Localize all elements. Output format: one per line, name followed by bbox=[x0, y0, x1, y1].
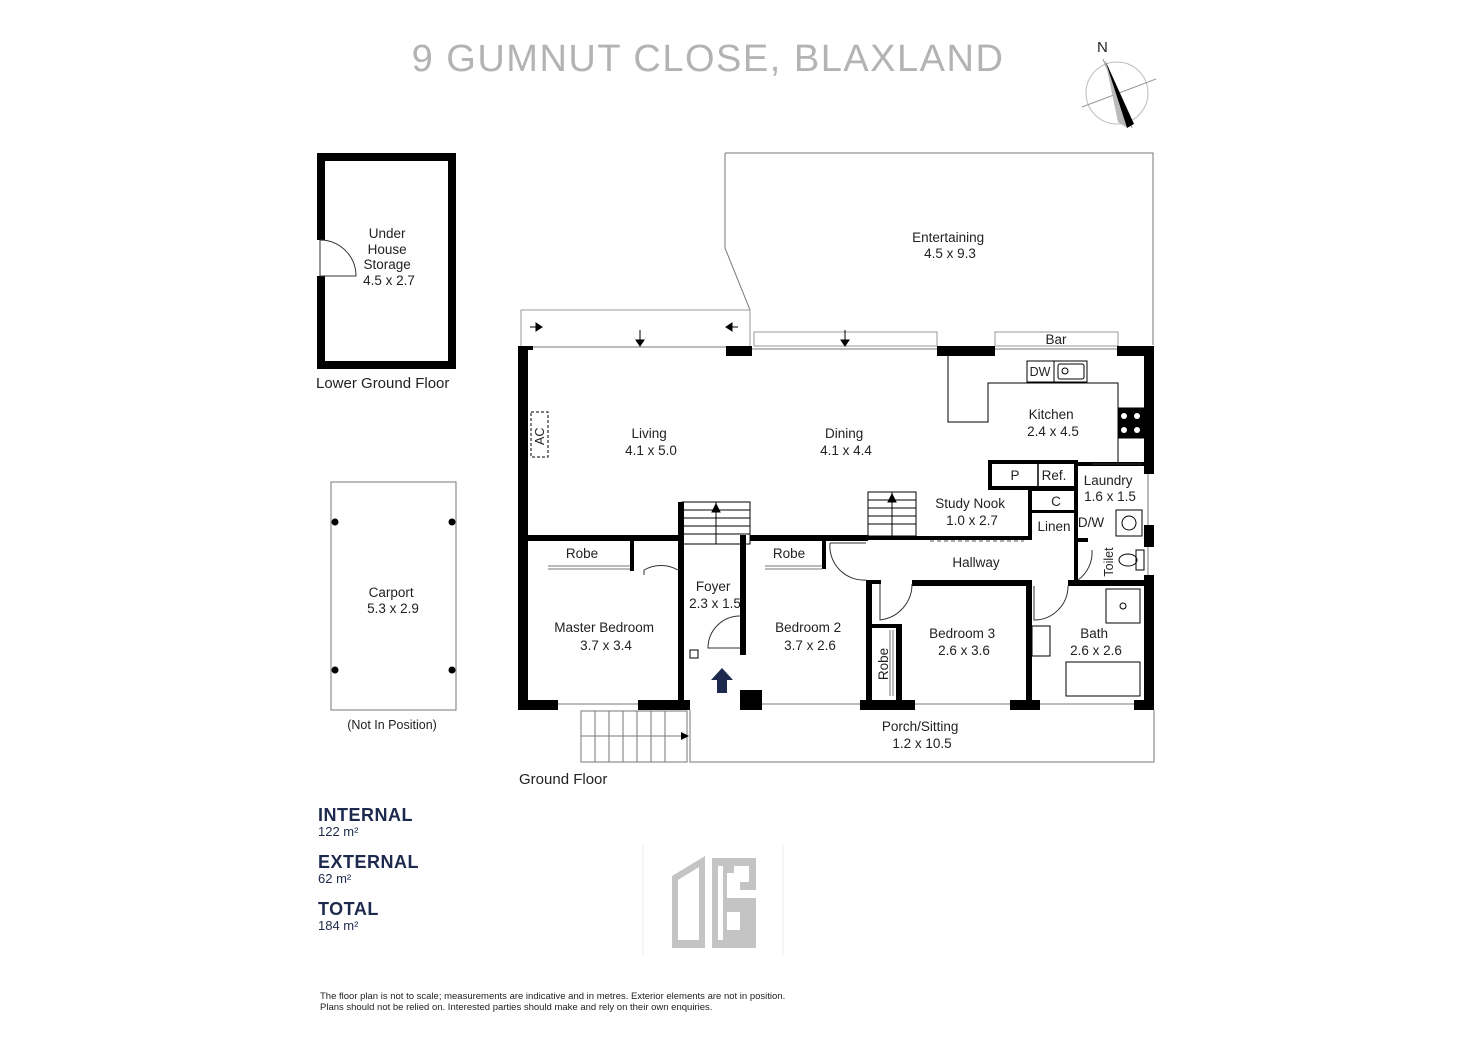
compass-north-label: N bbox=[1097, 39, 1108, 56]
laundry-label: Laundry 1.6 x 1.5 bbox=[1084, 473, 1137, 504]
area-internal: INTERNAL 122 m² bbox=[318, 805, 413, 839]
stairs-foyer-icon bbox=[681, 501, 751, 545]
toilet-label: Toilet bbox=[1102, 547, 1116, 577]
toilet-icon bbox=[1118, 549, 1145, 571]
carport-note: (Not In Position) bbox=[347, 718, 437, 732]
carport-outline bbox=[330, 481, 457, 711]
bed2-label: Bedroom 2 3.7 x 2.6 bbox=[775, 620, 845, 653]
disclaimer-line-1: The floor plan is not to scale; measurem… bbox=[320, 991, 786, 1002]
living-label: Living 4.1 x 5.0 bbox=[625, 426, 677, 458]
agency-logo bbox=[642, 845, 784, 955]
area-total: TOTAL 184 m² bbox=[318, 899, 379, 933]
bath-fixtures-icon bbox=[1031, 588, 1141, 697]
dw2-label: D/W bbox=[1078, 515, 1105, 530]
stove-icon bbox=[1121, 413, 1140, 433]
disclaimer-line-2: Plans should not be relied on. Intereste… bbox=[320, 1002, 713, 1013]
porch-steps-icon bbox=[580, 710, 689, 763]
ac-label: AC bbox=[533, 428, 547, 445]
ref-label: Ref. bbox=[1042, 468, 1067, 483]
exterior-walls bbox=[518, 346, 1154, 710]
laundry-tub-icon bbox=[1115, 509, 1143, 537]
dw-label: DW bbox=[1030, 365, 1051, 379]
plan-title: 9 GUMNUT CLOSE, BLAXLAND bbox=[411, 38, 1005, 80]
entry-arrow-icon bbox=[689, 649, 733, 693]
storage-door-icon bbox=[319, 239, 357, 277]
study-label: Study Nook 1.0 x 2.7 bbox=[935, 496, 1009, 528]
hallway-label: Hallway bbox=[952, 555, 1000, 570]
storage-label: Under House Storage 4.5 x 2.7 bbox=[363, 226, 415, 288]
stairs-hall-icon bbox=[867, 491, 917, 537]
interior-walls bbox=[528, 502, 1144, 702]
carport-label: Carport 5.3 x 2.9 bbox=[367, 585, 419, 616]
foyer-label: Foyer 2.3 x 1.5 bbox=[689, 579, 741, 611]
compass-icon: N bbox=[1081, 39, 1157, 129]
kitchen-counter bbox=[947, 356, 1145, 463]
area-external-value: 62 m² bbox=[318, 871, 352, 886]
dining-label: Dining 4.1 x 4.4 bbox=[820, 426, 872, 458]
pantry-label: P bbox=[1010, 468, 1019, 483]
area-internal-value: 122 m² bbox=[318, 824, 359, 839]
disclaimer: The floor plan is not to scale; measurem… bbox=[320, 991, 785, 1013]
linen-label: Linen bbox=[1037, 519, 1070, 534]
bed3-label: Bedroom 3 2.6 x 3.6 bbox=[929, 626, 999, 658]
door-swings bbox=[643, 542, 1093, 649]
porch-label: Porch/Sitting 1.2 x 10.5 bbox=[882, 719, 962, 751]
kitchen-label: Kitchen 2.4 x 4.5 bbox=[1027, 407, 1079, 439]
area-internal-label: INTERNAL bbox=[318, 805, 413, 825]
area-total-label: TOTAL bbox=[318, 899, 379, 919]
ground-floor-label: Ground Floor bbox=[519, 771, 607, 788]
area-external-label: EXTERNAL bbox=[318, 852, 420, 872]
area-total-value: 184 m² bbox=[318, 918, 359, 933]
bar-label: Bar bbox=[1045, 332, 1067, 347]
area-external: EXTERNAL 62 m² bbox=[318, 852, 419, 886]
sink-icon bbox=[1057, 363, 1085, 380]
lower-floor-label: Lower Ground Floor bbox=[316, 375, 449, 392]
cupboard-label: C bbox=[1051, 494, 1061, 509]
robe-master-label: Robe bbox=[566, 546, 598, 561]
entertaining-label: Entertaining 4.5 x 9.3 bbox=[912, 230, 988, 261]
robe-bed3-label: Robe bbox=[876, 648, 891, 680]
master-label: Master Bedroom 3.7 x 3.4 bbox=[554, 620, 658, 653]
study-walls bbox=[867, 488, 1088, 542]
porch-outline bbox=[689, 710, 1155, 763]
robe-bed2-label: Robe bbox=[773, 546, 805, 561]
bath-label: Bath 2.6 x 2.6 bbox=[1070, 626, 1122, 658]
